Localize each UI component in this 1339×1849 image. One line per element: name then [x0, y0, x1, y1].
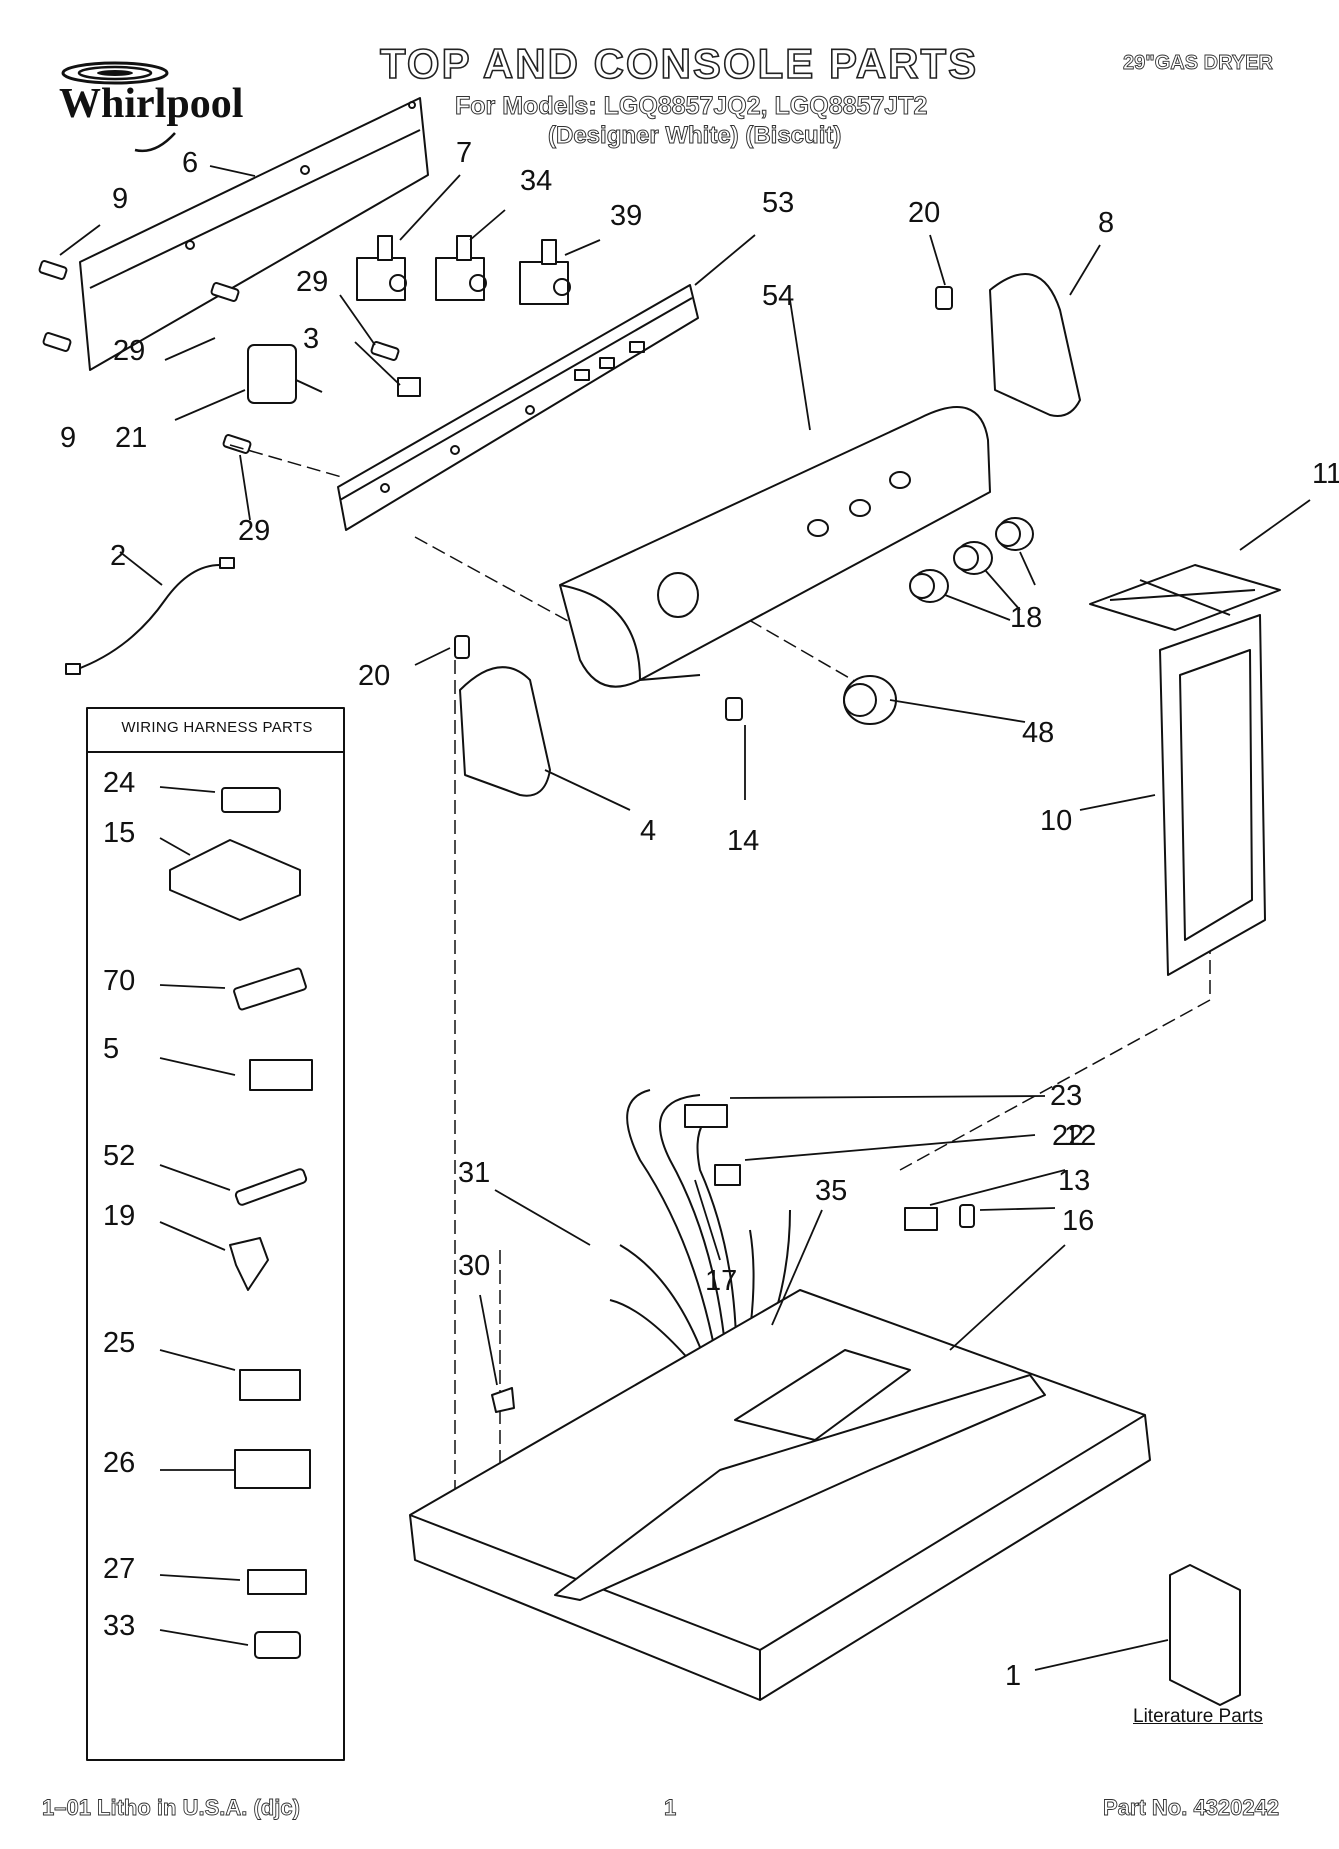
literature-parts-label: Literature Parts [1133, 1706, 1263, 1727]
whirlpool-logo: Whirlpool [59, 61, 243, 153]
harness-callout-26: 26 [103, 1447, 135, 1479]
callout-13: 13 [1058, 1165, 1090, 1197]
harness-callout-labels: 24 15 70 5 52 19 25 26 27 33 [103, 767, 135, 1642]
callout-18: 18 [1010, 602, 1042, 634]
harness-callout-24: 24 [103, 767, 135, 799]
callout-1: 1 [1005, 1660, 1021, 1692]
harness-callout-19: 19 [103, 1200, 135, 1232]
callout-30: 30 [458, 1250, 490, 1282]
part-wire-lead [65, 557, 235, 675]
callout-29: 29 [238, 515, 270, 547]
callout-29: 29 [296, 266, 328, 298]
callout-4: 4 [640, 815, 656, 847]
product-type: 29"GAS DRYER [1123, 52, 1274, 75]
harness-callout-70: 70 [103, 965, 135, 997]
part-screws-console [454, 286, 953, 721]
callout-29: 29 [113, 335, 145, 367]
callout-20: 20 [358, 660, 390, 692]
callout-39: 39 [610, 200, 642, 232]
callout-6: 6 [182, 147, 198, 179]
callout-9: 9 [60, 422, 76, 454]
part-screws-left [38, 260, 400, 454]
part-timer [247, 344, 421, 404]
footer-part-number: Part No. 4320242 [1103, 1795, 1280, 1821]
part-rear-panel [79, 97, 429, 371]
part-main-harness [609, 1089, 791, 1381]
harness-callout-15: 15 [103, 817, 135, 849]
part-literature [1169, 1564, 1241, 1706]
harness-callout-52: 52 [103, 1140, 135, 1172]
callout-7: 7 [456, 137, 472, 169]
part-console [559, 406, 991, 688]
harness-callout-27: 27 [103, 1553, 135, 1585]
callout-14: 14 [727, 825, 759, 857]
brand-wordmark: Whirlpool [59, 81, 243, 127]
callout-20: 20 [908, 197, 940, 229]
callout-10: 10 [1040, 805, 1072, 837]
callout-22: 22 [1052, 1120, 1084, 1152]
harness-callout-25: 25 [103, 1327, 135, 1359]
part-console-bracket [337, 284, 699, 531]
leader-lines [59, 165, 1311, 1671]
callout-8: 8 [1098, 207, 1114, 239]
page-title: TOP AND CONSOLE PARTS [379, 39, 979, 88]
callout-34: 34 [520, 165, 552, 197]
callout-35: 35 [815, 1175, 847, 1207]
callout-labels: 6 9 7 34 39 53 20 8 29 3 54 29 9 21 11 29 2 18 20 48 4 14 10 23… [60, 137, 1339, 1692]
part-lint-screen [1089, 564, 1281, 976]
callout-11: 11 [1312, 458, 1339, 490]
callout-12: 12 [1064, 1120, 1096, 1152]
callout-31: 31 [458, 1157, 490, 1189]
callout-48: 48 [1022, 717, 1054, 749]
part-top-panel [409, 1289, 1151, 1701]
callout-9: 9 [112, 183, 128, 215]
harness-callout-5: 5 [103, 1033, 119, 1065]
callout-54: 54 [762, 280, 794, 312]
callout-3: 3 [303, 323, 319, 355]
harness-box-title: WIRING HARNESS PARTS [121, 719, 313, 736]
callout-2: 2 [110, 540, 126, 572]
harness-connectors [169, 787, 313, 1659]
footer-page-number: 1 [664, 1795, 677, 1821]
callout-53: 53 [762, 187, 794, 219]
callout-23: 23 [1050, 1080, 1082, 1112]
model-colors: (Designer White) (Biscuit) [547, 122, 842, 150]
callout-21: 21 [115, 422, 147, 454]
footer-litho: 1–01 Litho in U.S.A. (djc) [42, 1795, 301, 1821]
part-end-caps [459, 273, 1081, 797]
part-knobs [843, 517, 1034, 725]
model-numbers: For Models: LGQ8857JQ2, LGQ8857JT2 [454, 92, 928, 121]
part-switches [356, 235, 571, 305]
callout-16: 16 [1062, 1205, 1094, 1237]
harness-callout-33: 33 [103, 1610, 135, 1642]
callout-17: 17 [705, 1265, 737, 1297]
